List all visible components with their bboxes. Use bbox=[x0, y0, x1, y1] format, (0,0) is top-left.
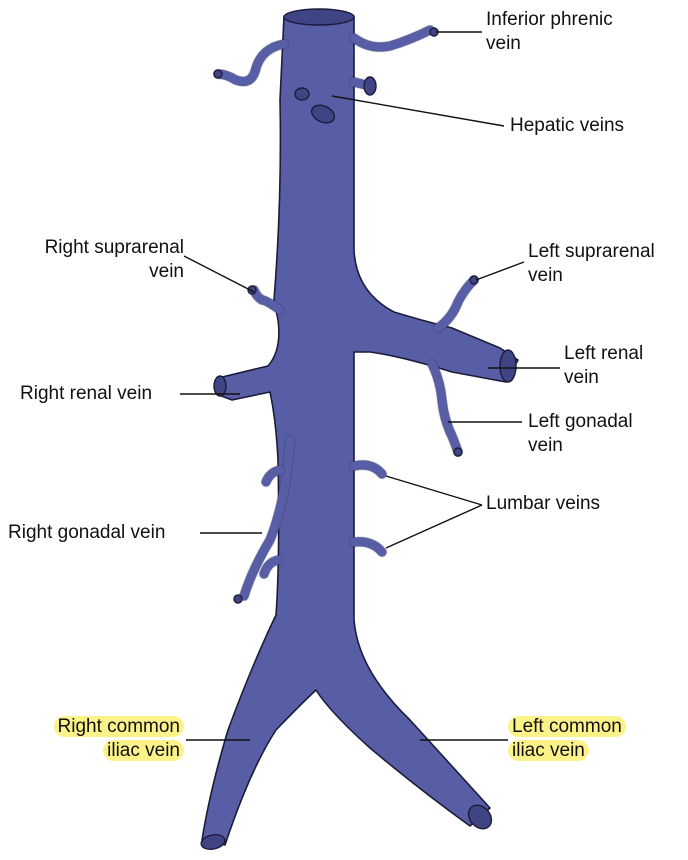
right-renal-opening bbox=[213, 375, 227, 397]
right-iliac-opening bbox=[200, 834, 226, 850]
inferior-phrenic-vein-right bbox=[213, 39, 289, 86]
label-left-gonadal-vein: Left gonadal vein bbox=[528, 411, 633, 456]
label-hepatic-veins: Hepatic veins bbox=[510, 115, 625, 136]
inferior-phrenic-vein-left bbox=[349, 25, 435, 52]
label-left-renal-vein: Left renal vein bbox=[564, 343, 644, 388]
label-right-renal-vein: Right renal vein bbox=[20, 383, 153, 404]
left-gonadal-end bbox=[453, 447, 463, 457]
hepatic-opening-3 bbox=[363, 76, 377, 96]
leader-hepatic bbox=[331, 95, 505, 127]
right-suprarenal-vein bbox=[249, 285, 285, 315]
label-lumbar-veins: Lumbar veins bbox=[486, 493, 601, 514]
label-left-common-iliac-vein: Left common iliac vein bbox=[508, 715, 626, 763]
leader-lumbar-lower bbox=[385, 504, 483, 549]
leader-lumbar-upper bbox=[385, 475, 483, 506]
label-right-common-iliac-vein: Right common iliac vein bbox=[22, 715, 184, 763]
lumbar-vein-right-upper bbox=[261, 465, 285, 487]
left-iliac-opening bbox=[467, 804, 493, 830]
label-right-gonadal-vein: Right gonadal vein bbox=[8, 522, 166, 543]
left-renal-opening bbox=[499, 349, 517, 383]
inferior-phrenic-end-right bbox=[213, 69, 223, 79]
inferior-vena-cava bbox=[201, 15, 519, 846]
label-inferior-phrenic-vein: Inferior phrenic vein bbox=[486, 9, 613, 54]
left-gonadal-vein bbox=[427, 359, 463, 457]
leader-right-suprarenal bbox=[183, 255, 255, 293]
hepatic-opening-1 bbox=[310, 104, 336, 124]
leader-left-suprarenal bbox=[475, 261, 525, 281]
left-suprarenal-end bbox=[469, 275, 479, 285]
right-gonadal-vein bbox=[239, 435, 295, 601]
label-left-suprarenal-vein: Left suprarenal vein bbox=[528, 241, 655, 286]
label-right-suprarenal-vein: Right suprarenal vein bbox=[44, 237, 184, 282]
ivc-opening bbox=[283, 8, 355, 26]
lumbar-vein-right-lower bbox=[259, 555, 283, 579]
lumbar-vein-left-upper bbox=[349, 460, 387, 479]
hepatic-opening-2 bbox=[294, 87, 310, 101]
right-gonadal-end bbox=[233, 594, 243, 604]
lumbar-vein-left-lower bbox=[349, 537, 387, 557]
left-suprarenal-vein bbox=[433, 275, 479, 333]
